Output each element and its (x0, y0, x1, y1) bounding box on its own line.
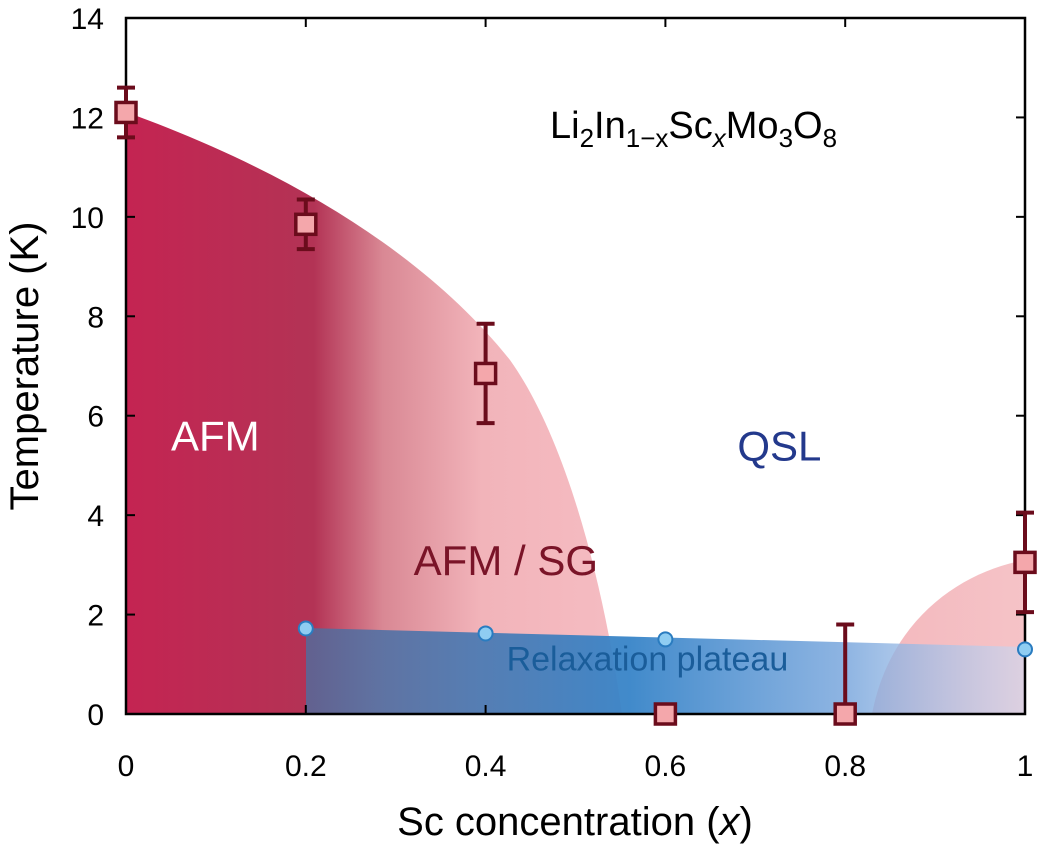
x-axis-label: Sc concentration (x) (397, 800, 753, 844)
plateau-onset-marker (297, 620, 314, 637)
transition-temp-marker (114, 100, 138, 125)
y-tick-label: 2 (87, 600, 104, 633)
region-label: AFM (171, 413, 260, 460)
x-tick-label: 1 (1017, 750, 1034, 783)
data-points (114, 85, 1037, 726)
x-tick-label: 0.4 (465, 750, 507, 783)
plateau-onset-marker (1017, 641, 1033, 658)
y-tick-label: 6 (87, 401, 104, 434)
y-tick-label: 0 (87, 699, 104, 732)
transition-temp-marker (473, 361, 498, 386)
x-tick-label: 0.2 (285, 750, 327, 783)
phase-regions (126, 112, 1025, 714)
compound-formula: Li2In1−xScxMo3O8 (550, 105, 837, 153)
afm-region (126, 112, 622, 714)
region-label: AFM / SG (414, 537, 598, 584)
x-tick-label: 0.6 (645, 750, 687, 783)
y-tick-label: 12 (71, 102, 104, 135)
region-labels: AFM AFM / SG QSL Relaxation plateau (171, 413, 821, 679)
region-label: Relaxation plateau (507, 640, 789, 678)
y-tick-label: 14 (71, 3, 104, 36)
y-axis-label: Temperature (K) (3, 222, 47, 511)
transition-temp-marker (1013, 550, 1037, 575)
y-tick-label: 8 (87, 301, 104, 334)
region-label: QSL (737, 422, 821, 469)
transition-temp-marker (294, 212, 318, 237)
transition-temp-marker (653, 702, 678, 726)
plot-frame (124, 16, 1027, 716)
x-tick-label: 0.8 (824, 750, 866, 783)
x-tick-label: 0 (118, 750, 135, 783)
plateau-onset-marker (477, 625, 494, 642)
y-tick-label: 10 (71, 202, 104, 235)
transition-temp-marker (833, 702, 857, 726)
y-tick-label: 4 (87, 500, 104, 533)
plateau-onset-marker (657, 631, 674, 648)
